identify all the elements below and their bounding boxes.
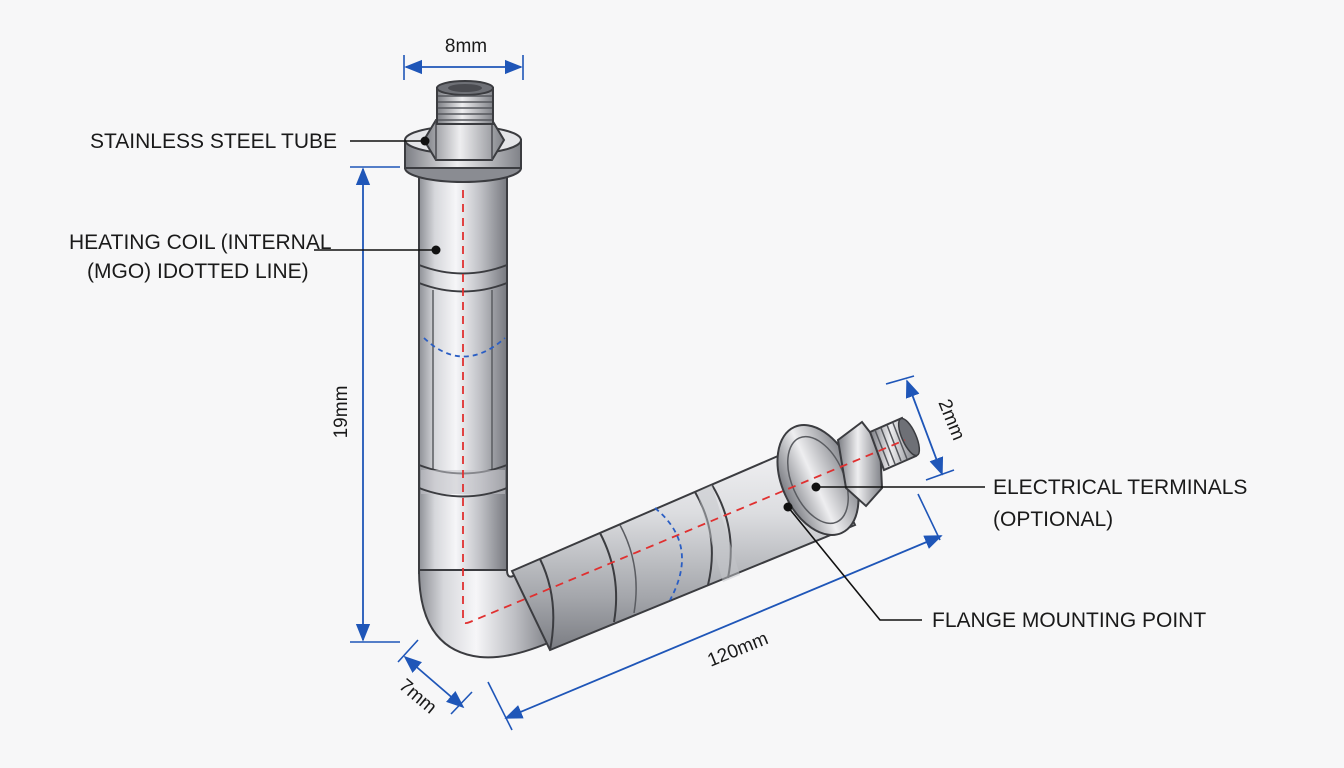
callout-stainless-tube: STAINLESS STEEL TUBE	[90, 130, 430, 153]
dimension-vertical-length: 19mm	[331, 166, 400, 643]
callout-flange-mounting: FLANGE MOUNTING POINT	[783, 502, 1206, 632]
callout-electrical-terminals: ELECTRICAL TERMINALS (OPTIONAL)	[811, 476, 1247, 531]
right-flange	[776, 424, 860, 536]
hex-nut-icon	[422, 119, 506, 161]
callout-flange-mounting-label: FLANGE MOUNTING POINT	[932, 609, 1206, 632]
dimension-top-width-label: 8mm	[445, 36, 487, 57]
dimension-end-diameter-label: 2mm	[933, 396, 968, 443]
callout-stainless-tube-label: STAINLESS STEEL TUBE	[90, 130, 337, 153]
dimension-top-width: 8mm	[403, 36, 524, 80]
dimension-horizontal-length-label: 120mm	[705, 628, 772, 671]
right-hex-nut-icon	[836, 420, 884, 508]
callout-heating-coil-label-1: HEATING COIL (INTERNAL	[69, 231, 332, 254]
callout-electrical-terminals-label-1: ELECTRICAL TERMINALS	[993, 476, 1247, 499]
callout-heating-coil-label-2: (MGO) IDOTTED LINE)	[87, 260, 309, 283]
callout-heating-coil: HEATING COIL (INTERNAL (MGO) IDOTTED LIN…	[69, 231, 441, 283]
dimension-vertical-length-label: 19mm	[331, 386, 352, 439]
callout-electrical-terminals-label-2: (OPTIONAL)	[993, 508, 1113, 531]
threaded-fitting-icon	[436, 80, 494, 125]
